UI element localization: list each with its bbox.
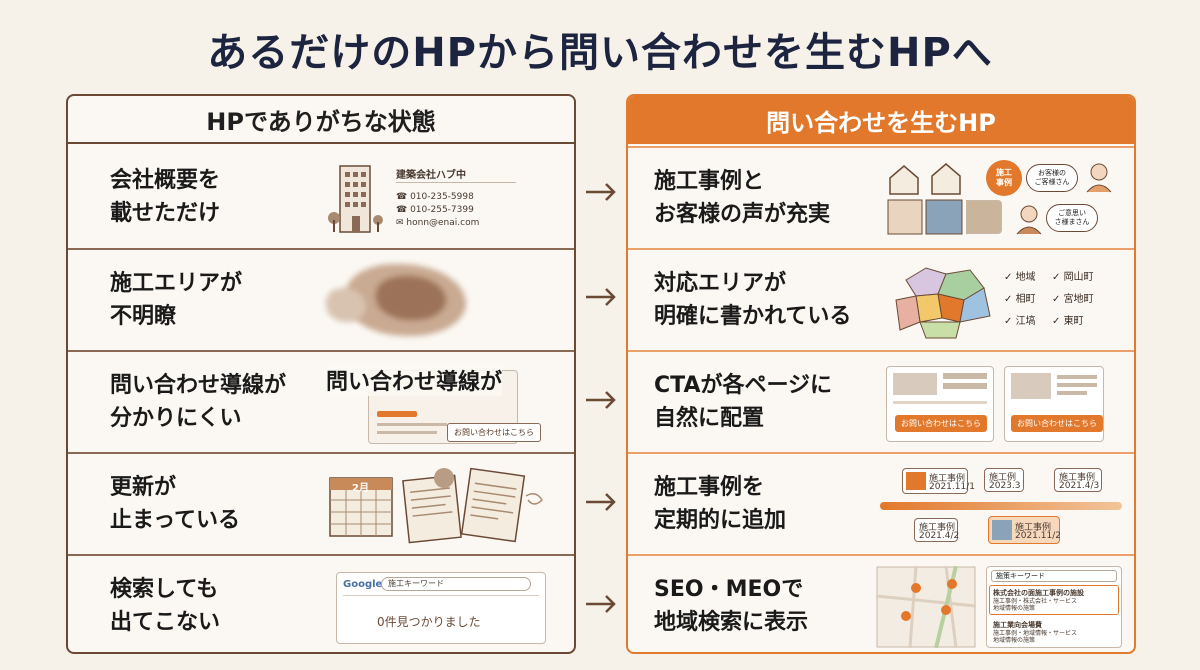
map-with-pins-icon — [876, 566, 976, 648]
map-search-illustration: 施策キーワード 株式会社の面施工事例の施設 施工事例・株式会社・サービス 地域情… — [876, 566, 1126, 648]
row-label: 施工エリアが 不明瞭 — [110, 271, 243, 329]
arrow-right-icon — [586, 288, 616, 306]
right-row-case-studies: 施工事例と お客様の声が充実 施工 事例 お客様の ご客様さん ご意思い さ様ま… — [628, 146, 1134, 248]
company-name: 建築会社ハブ中 — [396, 170, 466, 181]
area-item: ✓ 岡山町 — [1052, 272, 1094, 283]
row-label: CTAが各ページに 自然に配置 — [654, 373, 833, 431]
contact-button-small[interactable]: お問い合わせはこちら — [447, 423, 541, 442]
left-row-contact-unclear: 問い合わせ導線が 分かりにくい お問い合わせはこちら 問い合わせ導線が — [68, 350, 574, 452]
speech-bubble: お客様の ご客様さん — [1026, 164, 1078, 192]
contact-cta-button[interactable]: お問い合わせはこちら — [895, 415, 987, 432]
case-badge: 施工 事例 — [986, 160, 1022, 196]
customer-avatar-icon — [1086, 163, 1112, 193]
right-row-cta: CTAが各ページに 自然に配置 お問い合わせはこちら お問い合わせはこちら — [628, 350, 1134, 452]
area-item: ✓ 東町 — [1052, 316, 1084, 327]
left-row-area-unclear: 施工エリアが 不明瞭 — [68, 248, 574, 350]
row-label: 施工事例を 定期的に追加 — [654, 475, 787, 533]
google-logo: Google — [343, 579, 383, 590]
row-label: 対応エリアが 明確に書かれている — [654, 271, 852, 329]
left-row-company-info: 会社概要を 載せただけ 建築会社ハブ中 ☎ 010-235-5998 ☎ 010… — [68, 146, 574, 248]
arrow-right-icon — [586, 183, 616, 201]
arrow-right-icon — [586, 595, 616, 613]
right-panel-after: 問い合わせを生むHP 施工事例と お客様の声が充実 施工 事例 お客様の ご客様… — [626, 94, 1136, 654]
zero-results-text: 0件見つかりました — [377, 615, 481, 629]
search-result-illustration: Google 施工キーワード 0件見つかりました — [326, 566, 556, 648]
row-label: 問い合わせ導線が 分かりにくい — [110, 373, 287, 431]
right-row-service-area: 対応エリアが 明確に書かれている ✓ 地域 ✓ 岡山町 ✓ 相町 ✓ 宮地町 ✓… — [628, 248, 1134, 350]
customer-avatar-icon — [1016, 205, 1042, 235]
company-card-illustration: 建築会社ハブ中 ☎ 010-235-5998 ☎ 010-255-7399 ✉ … — [326, 156, 556, 238]
row-label: 会社概要を 載せただけ — [110, 168, 221, 226]
left-panel-before: HPでありがちな状態 会社概要を 載せただけ 建築会社ハブ中 ☎ 010-235… — [66, 94, 576, 654]
building-icon — [328, 165, 383, 233]
row-label: 更新が 止まっている — [110, 475, 241, 533]
left-panel-heading: HPでありがちな状態 — [68, 96, 574, 144]
case-studies-illustration: 施工 事例 お客様の ご客様さん ご意思い さ様まさん — [886, 158, 1116, 240]
old-document-icon — [402, 467, 543, 544]
contact-cta-button[interactable]: お問い合わせはこちら — [1011, 415, 1103, 432]
colored-map-icon — [895, 267, 991, 339]
area-item: ✓ 宮地町 — [1052, 294, 1094, 305]
left-row-not-found: 検索しても 出てこない Google 施工キーワード 0件見つかりました — [68, 554, 574, 656]
area-item: ✓ 地域 — [1004, 272, 1036, 283]
left-row-not-updated: 更新が 止まっている 2月 — [68, 452, 574, 554]
row-label: SEO・MEOで 地域検索に表示 — [654, 577, 809, 635]
row-label: 検索しても 出てこない — [110, 577, 221, 635]
search-result-title[interactable]: 施工業向会場費 — [993, 621, 1042, 629]
calendar-icon — [329, 477, 393, 537]
search-input[interactable]: 施工キーワード — [381, 577, 531, 591]
email: ✉ honn@enai.com — [396, 218, 480, 228]
outdated-docs-illustration: 2月 — [326, 464, 556, 546]
row-label: 施工事例と お客様の声が充実 — [654, 169, 831, 227]
calendar-month: 2月 — [352, 483, 369, 494]
overlay-text: 問い合わせ導線が — [326, 364, 503, 396]
right-row-seo: SEO・MEOで 地域検索に表示 施策キーワード 株式会社の面施工事例の施設 施… — [628, 554, 1134, 656]
search-result-title[interactable]: 株式会社の面施工事例の施設 — [993, 589, 1084, 597]
arrow-right-icon — [586, 391, 616, 409]
house-icon — [887, 163, 974, 235]
page-title: あるだけのHPから問い合わせを生むHPへ — [207, 30, 993, 76]
speech-bubble: ご意思い さ様まさん — [1046, 204, 1098, 232]
blurred-map-illustration — [326, 260, 556, 342]
area-item: ✓ 江塙 — [1004, 316, 1036, 327]
area-map-illustration: ✓ 地域 ✓ 岡山町 ✓ 相町 ✓ 宮地町 ✓ 江塙 ✓ 東町 — [886, 260, 1116, 342]
cta-pages-illustration: お問い合わせはこちら お問い合わせはこちら — [886, 362, 1116, 444]
arrow-right-icon — [586, 493, 616, 511]
hidden-contact-illustration: お問い合わせはこちら 問い合わせ導線が — [326, 362, 556, 444]
area-item: ✓ 相町 — [1004, 294, 1036, 305]
phone-2: ☎ 010-255-7399 — [396, 205, 474, 215]
phone-1: ☎ 010-235-5998 — [396, 192, 474, 202]
timeline-bar — [880, 502, 1122, 510]
search-input[interactable]: 施策キーワード — [991, 570, 1117, 582]
right-panel-heading: 問い合わせを生むHP — [628, 96, 1134, 144]
